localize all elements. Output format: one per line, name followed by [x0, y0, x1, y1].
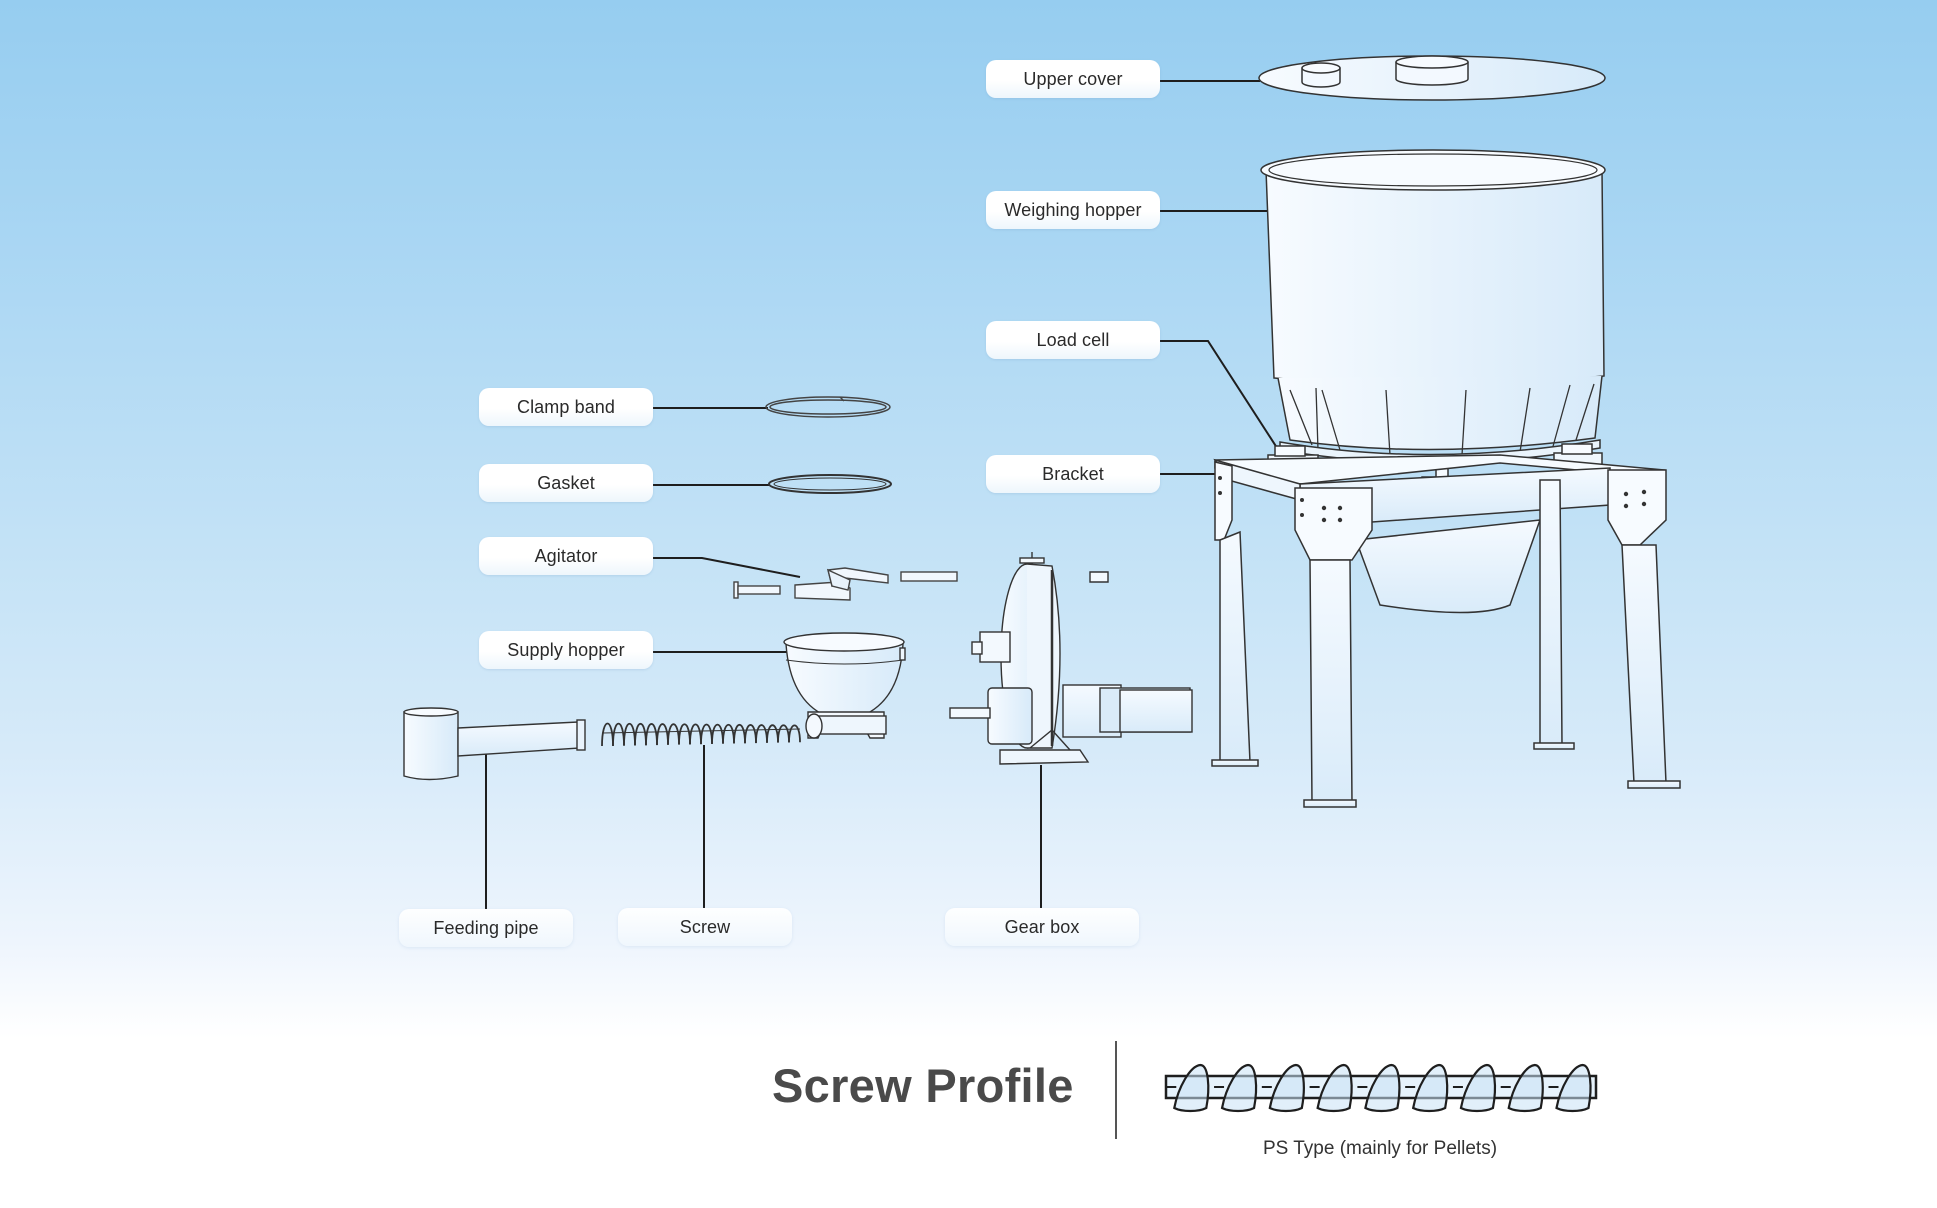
screw-flight	[744, 724, 757, 744]
screw-flight	[667, 723, 680, 745]
label-screw: Screw	[618, 908, 792, 946]
label-feeding-pipe-text: Feeding pipe	[433, 917, 539, 938]
label-load-cell: Load cell	[986, 321, 1160, 359]
screw-flight	[623, 723, 636, 746]
screw-flight	[612, 722, 625, 746]
profile-flight	[1364, 1063, 1401, 1113]
screw-profile-title: Screw Profile	[772, 1059, 1074, 1112]
leader-load-cell	[1160, 340, 1291, 469]
upper-cover-part	[1258, 55, 1606, 101]
label-gear-box-text: Gear box	[1004, 916, 1080, 937]
label-gasket: Gasket	[479, 464, 653, 502]
feeding-pipe-part	[403, 707, 586, 781]
screw-flight	[755, 724, 768, 743]
section-divider	[1115, 1041, 1117, 1139]
screw-flight	[656, 723, 669, 745]
screw-flight	[634, 723, 647, 746]
label-clamp-band-text: Clamp band	[516, 396, 616, 417]
screw-flight	[700, 723, 713, 745]
profile-flight	[1316, 1063, 1353, 1113]
supply-hopper-part	[783, 632, 906, 739]
label-bracket: Bracket	[986, 455, 1160, 493]
profile-flight	[1268, 1063, 1305, 1113]
screw-part	[601, 722, 801, 747]
leader-lines	[485, 80, 1291, 909]
label-feeding-pipe: Feeding pipe	[399, 909, 573, 947]
screw-flight	[788, 724, 801, 743]
label-upper-cover-text: Upper cover	[1023, 68, 1123, 89]
weighing-hopper-part	[1260, 149, 1606, 614]
profile-flight	[1220, 1063, 1258, 1113]
leader-agitator	[652, 557, 801, 578]
screw-shaft	[601, 728, 801, 734]
screw-type-caption: PS Type (mainly for Pellets)	[1262, 1138, 1498, 1159]
screw-profile-graphic	[1164, 1063, 1598, 1113]
screw-flight	[601, 722, 614, 747]
label-agitator: Agitator	[479, 537, 653, 575]
label-screw-text: Screw	[679, 916, 731, 937]
profile-flight	[1173, 1063, 1210, 1113]
screw-flight	[689, 723, 702, 745]
screw-flight	[645, 723, 658, 746]
screw-flight	[678, 723, 691, 745]
label-load-cell-text: Load cell	[1036, 329, 1110, 350]
profile-flight	[1507, 1063, 1544, 1113]
label-gear-box: Gear box	[945, 908, 1139, 946]
screw-flight	[722, 723, 735, 744]
label-upper-cover: Upper cover	[986, 60, 1160, 98]
label-supply-hopper: Supply hopper	[479, 631, 653, 669]
label-supply-hopper-text: Supply hopper	[507, 639, 625, 660]
label-weighing-hopper-text: Weighing hopper	[1004, 199, 1142, 220]
gasket-part	[768, 474, 892, 494]
profile-flight	[1555, 1063, 1592, 1113]
label-gasket-text: Gasket	[537, 472, 595, 493]
screw-flight	[711, 723, 724, 744]
label-bracket-text: Bracket	[1042, 463, 1104, 484]
label-agitator-text: Agitator	[534, 545, 598, 566]
label-clamp-band: Clamp band	[479, 388, 653, 426]
screw-flight	[766, 724, 779, 743]
clamp-band-part	[765, 396, 891, 418]
screw-flight	[733, 723, 746, 744]
profile-flight	[1411, 1063, 1449, 1113]
screw-flight	[777, 724, 790, 743]
bracket-frame-part	[1211, 454, 1681, 808]
gear-box-part	[949, 552, 1193, 765]
label-weighing-hopper: Weighing hopper	[986, 191, 1160, 229]
profile-flight	[1459, 1063, 1497, 1113]
agitator-part	[733, 567, 958, 601]
